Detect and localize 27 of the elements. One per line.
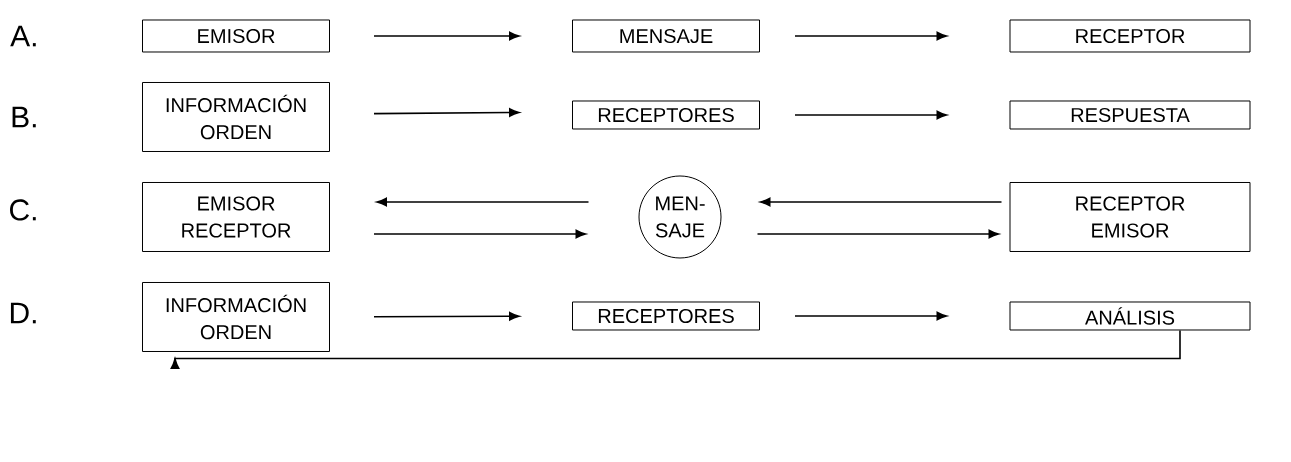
text-box: EMISOR xyxy=(142,19,330,53)
arrow xyxy=(759,197,1003,207)
text-box: MENSAJE xyxy=(572,19,760,53)
text-box: ANÁLISIS xyxy=(1009,301,1251,331)
text-box: EMISOR RECEPTOR xyxy=(142,182,330,252)
text-box: INFORMACIÓN ORDEN xyxy=(142,282,330,352)
text-box: RESPUESTA xyxy=(1009,100,1251,130)
text-box: RECEPTORES xyxy=(572,100,760,130)
arrow xyxy=(376,197,590,207)
arrow xyxy=(170,329,1181,369)
row-letter: D. xyxy=(10,302,36,324)
text-box: INFORMACIÓN ORDEN xyxy=(142,82,330,152)
arrow xyxy=(794,31,948,41)
text-box: RECEPTORES xyxy=(572,301,760,331)
circle-node: MEN-SAJE xyxy=(638,175,722,259)
arrow xyxy=(794,110,948,120)
arrow xyxy=(373,311,520,321)
arrow xyxy=(756,229,1000,239)
row-letter: A. xyxy=(10,25,36,47)
arrow xyxy=(373,229,587,239)
row-letter: B. xyxy=(12,106,36,128)
text-box: RECEPTOR EMISOR xyxy=(1009,182,1251,252)
row-letter: C. xyxy=(10,199,36,221)
arrow xyxy=(373,108,520,117)
arrow xyxy=(373,31,520,41)
arrow xyxy=(794,311,948,321)
text-box: RECEPTOR xyxy=(1009,19,1251,53)
